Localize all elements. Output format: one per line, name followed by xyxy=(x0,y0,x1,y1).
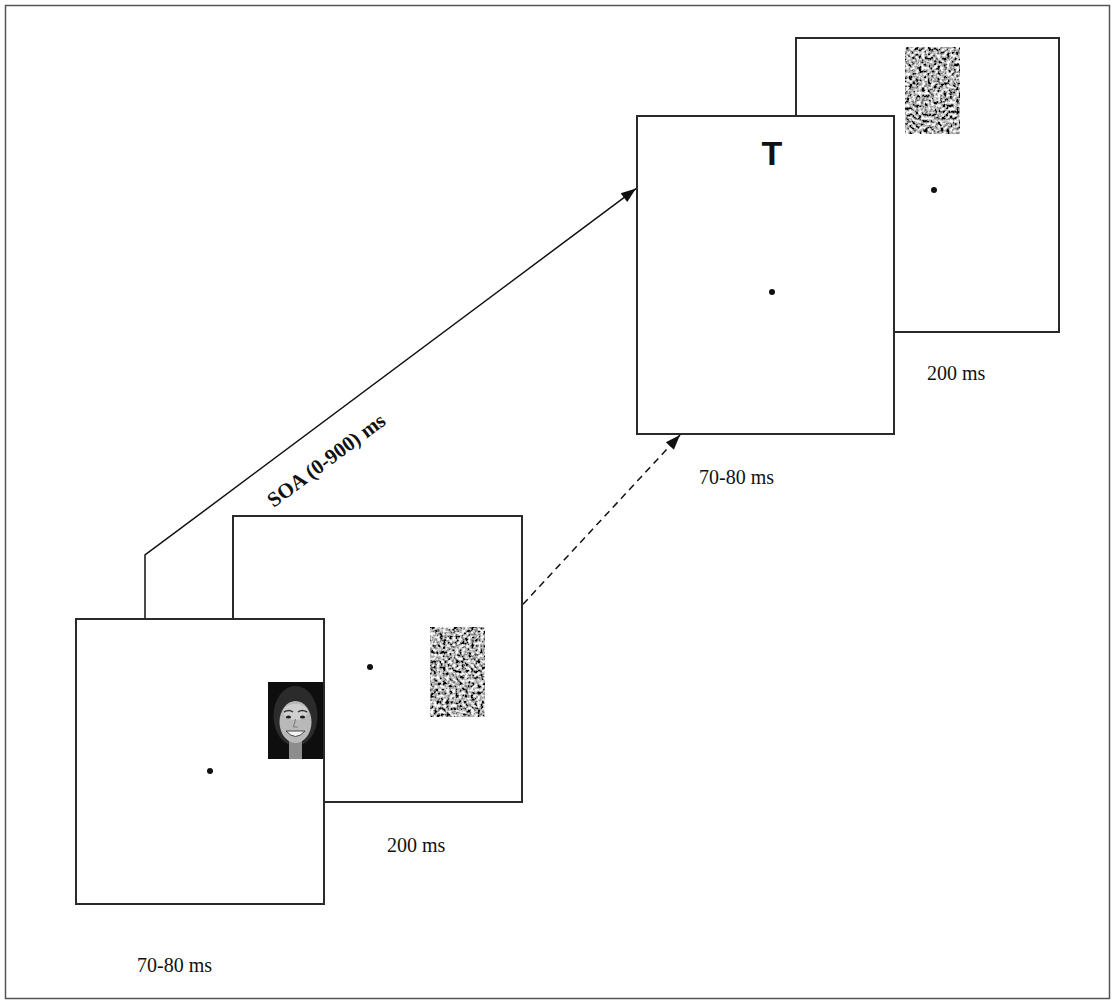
outer-frame xyxy=(6,6,1110,999)
timing-label: 200 ms xyxy=(387,833,445,857)
screen-frame: T70-80 ms xyxy=(636,115,895,435)
fixation-dot xyxy=(931,187,937,193)
dashed-arrow xyxy=(523,435,680,604)
noise-mask xyxy=(905,47,960,134)
arrow-head xyxy=(666,435,680,450)
fixation-dot xyxy=(367,664,373,670)
face-cue-illustration xyxy=(77,620,327,907)
noise-mask xyxy=(430,627,485,717)
target-letter: T xyxy=(762,135,783,172)
timing-label: 200 ms xyxy=(927,361,985,385)
fixation-dot xyxy=(207,768,213,774)
soa-label: SOA (0-900) ms xyxy=(263,408,391,513)
fixation-dot xyxy=(769,289,775,295)
arrow-head xyxy=(621,189,636,202)
timing-label: 70-80 ms xyxy=(137,953,212,977)
timing-label: 70-80 ms xyxy=(699,465,774,489)
screen-frame: 70-80 ms xyxy=(75,618,325,905)
face-photo xyxy=(268,682,323,759)
